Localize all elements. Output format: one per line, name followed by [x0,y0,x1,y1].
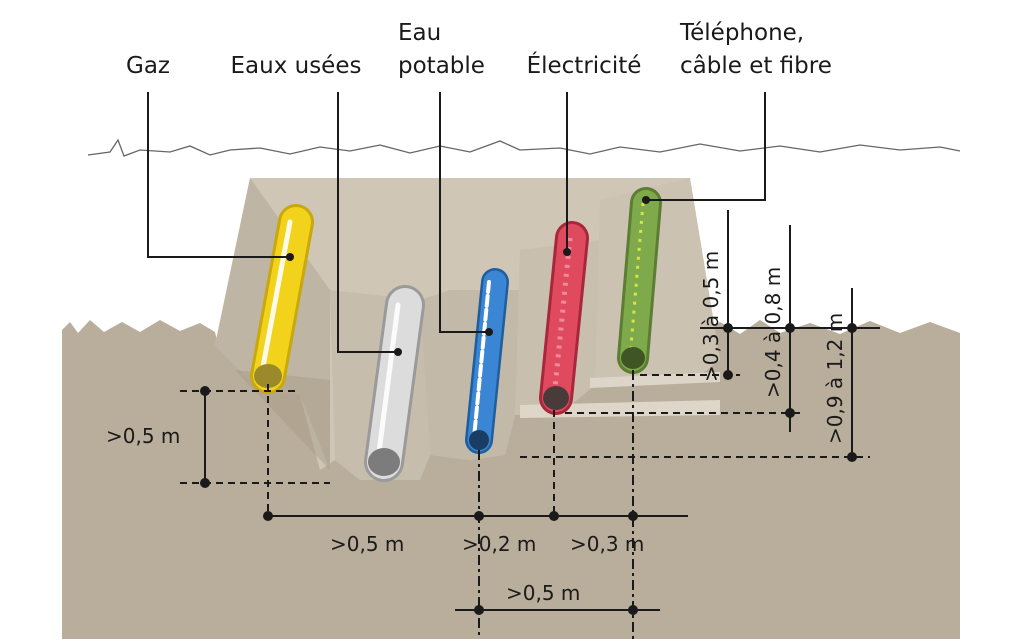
dim-electricite-depth: >0,4 à 0,8 m [761,267,785,398]
dim-gaz-depth: >0,5 m [106,424,180,448]
dim-gaz-to-eau-potable: >0,5 m [330,532,404,556]
gas-pipe [250,204,314,394]
label-telephone-line1: Téléphone, [679,20,804,46]
leader-dots [286,196,650,356]
label-eau-potable-line2: potable [398,53,485,79]
drinking-water-pipe [465,268,509,454]
label-eau-potable-line1: Eau [398,20,441,46]
label-gaz: Gaz [126,53,170,79]
leader-lines [147,92,766,353]
dim-eau-potable-to-telecom: >0,5 m [506,581,580,605]
dim-eau-potable-depth: >0,9 à 1,2 m [823,313,847,444]
telecom-pipe [617,187,662,374]
horizon-line [87,138,961,157]
label-telephone-line2: câble et fibre [680,53,832,79]
electricity-pipe [539,221,589,415]
dim-telecom-depth: >0,3 à 0,5 m [699,251,723,382]
label-electricite: Électricité [527,51,642,79]
dim-electricite-to-telecom: >0,3 m [570,532,644,556]
label-eaux-usees: Eaux usées [231,53,362,79]
dim-eau-potable-to-electricite: >0,2 m [462,532,536,556]
dimension-dots [200,323,857,615]
wastewater-pipe [364,285,425,482]
